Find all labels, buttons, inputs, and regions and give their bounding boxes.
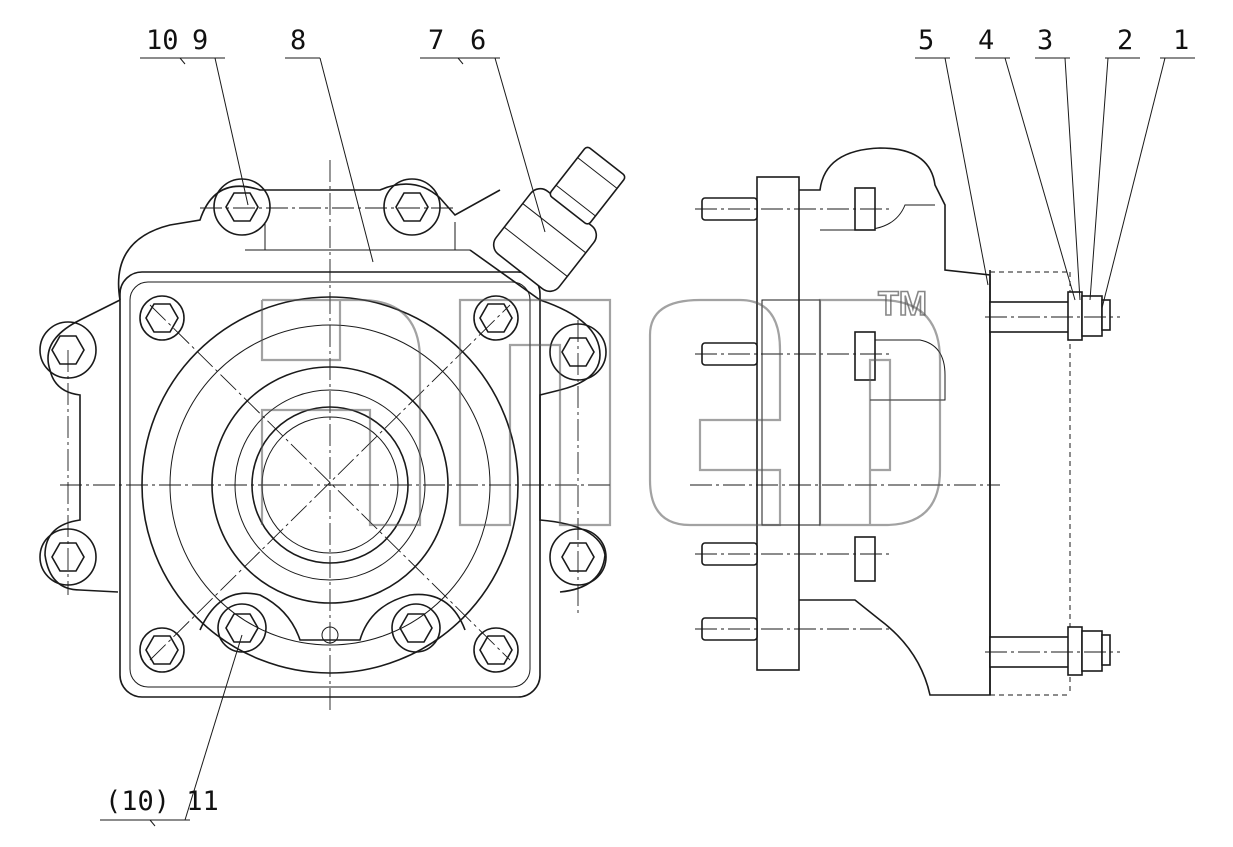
label-7: 7 [428,25,444,56]
bolt-top-left [213,178,271,236]
front-top-boss [245,222,470,251]
bolt-flange-tr [473,295,519,341]
watermark-trademark: TM [878,285,927,323]
label-4: 4 [978,25,994,56]
label-9: 9 [192,25,208,56]
bolt-flange-br [473,627,519,673]
bolt-right-upper [549,323,607,381]
label-1: 1 [1173,25,1189,56]
label-3: 3 [1037,25,1053,56]
bolt-right-lower [549,528,607,586]
bolt-left-lower [39,528,97,586]
front-view [39,146,626,712]
bolt-left-upper [39,321,97,379]
side-mounting-plate [756,176,800,671]
side-view [690,147,1120,696]
callout-labels: 10 9 8 7 6 5 4 3 2 1 (10) 11 [105,25,1189,817]
callout-leaders [100,57,1195,827]
rear-stud-lower [989,626,1111,676]
side-body [799,147,991,696]
front-centerline-diag2 [149,304,511,661]
label-2: 2 [1117,25,1133,56]
bolt-flange-tl [139,295,185,341]
bolt-lobe-right [391,603,441,653]
label-8: 8 [290,25,306,56]
label-10: 10 [146,25,179,56]
bolt-lobe-left [217,603,267,653]
side-nuts [854,187,876,582]
bolt-top-mid [383,178,441,236]
bolt-flange-bl [139,627,185,673]
rear-stud-upper [989,291,1111,341]
watermark-logo: TM [260,284,942,527]
label-6: 6 [470,25,486,56]
side-plate-inner [761,299,821,526]
front-square-flange-inner [129,281,531,688]
breather-fitting [492,146,626,293]
label-5: 5 [918,25,934,56]
label-11: (10) 11 [105,786,219,817]
